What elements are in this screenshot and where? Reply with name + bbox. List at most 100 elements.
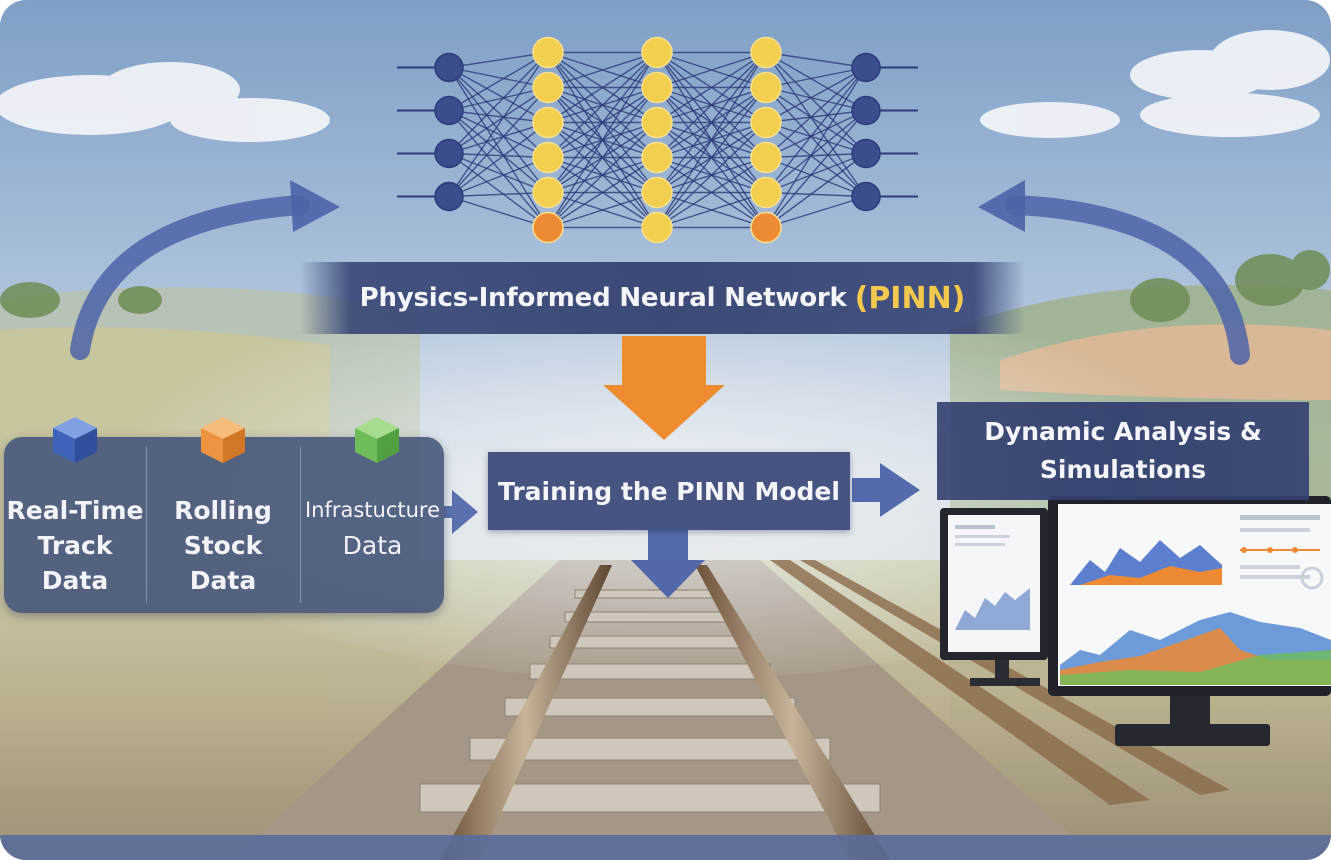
nn-connection [448, 121, 549, 155]
nn-connection [547, 51, 658, 124]
nn-connection [448, 66, 549, 89]
nn-node-hidden [532, 141, 564, 174]
nn-node-input [434, 52, 464, 83]
clouds [0, 30, 1330, 142]
down-arrow-orange [603, 336, 725, 440]
nn-connection [448, 66, 549, 159]
nn-node-hidden [641, 106, 673, 139]
nn-connection [448, 86, 549, 112]
nn-node-hidden [641, 141, 673, 174]
nn-node-hidden [750, 141, 782, 174]
nn-connection [765, 66, 867, 124]
nn-connection [765, 51, 867, 112]
training-box: Training the PINN Model [488, 452, 850, 530]
nn-connection [547, 51, 658, 159]
nn-connection [765, 152, 867, 229]
nn-node-hidden [532, 36, 564, 69]
pinn-acronym: (PINN) [854, 280, 966, 316]
nn-connection [765, 67, 867, 228]
nn-connection [448, 152, 549, 159]
pinn-title: Physics-Informed Neural Network [359, 283, 847, 313]
nn-connection [765, 121, 867, 198]
nn-connection [448, 87, 549, 197]
nn-connection [765, 66, 867, 89]
nn-connection [656, 156, 767, 229]
nn-connection [448, 52, 549, 154]
nn-connection [448, 110, 549, 228]
nn-connection [765, 52, 867, 154]
nn-node-hidden [750, 106, 782, 139]
nn-connection [547, 52, 658, 228]
nn-connection [448, 152, 549, 194]
nn-node-hidden [641, 176, 673, 209]
nn-connection [765, 156, 867, 198]
dynamic-analysis-banner: Dynamic Analysis & Simulations [937, 402, 1309, 500]
neural-network [397, 36, 918, 244]
nn-connection [656, 52, 767, 228]
nn-connection [656, 87, 767, 228]
nn-connection [656, 121, 767, 229]
nn-connection [765, 152, 867, 194]
nn-node-hidden [750, 176, 782, 209]
nn-connection [448, 86, 549, 155]
down-arrow-blue [631, 530, 705, 598]
nn-node-output [851, 181, 881, 212]
cube-icon [355, 417, 399, 463]
nn-connection [765, 86, 867, 155]
nn-connection [448, 191, 549, 198]
nn-connection [656, 51, 767, 159]
nn-connection [547, 51, 658, 89]
nn-connection [765, 52, 867, 197]
trees [0, 250, 1330, 322]
nn-connection [448, 121, 549, 198]
nn-node-hidden [641, 71, 673, 104]
nn-node-hidden [532, 71, 564, 104]
output-line: Dynamic Analysis & [984, 417, 1262, 446]
nn-connection [765, 152, 867, 159]
nn-connection [765, 109, 867, 124]
nn-connection [765, 51, 867, 69]
nn-connection [547, 191, 658, 229]
nn-node-input [434, 95, 464, 126]
nn-connection [765, 109, 867, 194]
nn-node-output [851, 138, 881, 169]
monitor-right [1048, 496, 1331, 746]
nn-connection [765, 67, 867, 193]
nn-node-hidden [750, 71, 782, 104]
divider [300, 447, 301, 603]
nn-connection [448, 67, 549, 193]
nn-connection [656, 191, 767, 229]
training-label: Training the PINN Model [498, 476, 840, 506]
output-line: Simulations [1039, 455, 1207, 484]
monitor-left [940, 508, 1048, 686]
right-arrow [852, 463, 920, 517]
nn-connection [765, 195, 867, 229]
nn-node-input [434, 138, 464, 169]
nn-connection [547, 121, 658, 229]
nn-connection [448, 51, 549, 69]
nn-connection [656, 51, 767, 124]
nn-connection [765, 110, 867, 228]
nn-connection [448, 195, 549, 229]
nn-connection [448, 67, 549, 228]
nn-node-hidden [532, 106, 564, 139]
cube-icon [53, 417, 97, 463]
nn-connection [547, 156, 658, 229]
nn-node-hidden [641, 211, 673, 244]
nn-connection [547, 87, 658, 228]
nn-connection [448, 52, 549, 197]
sleepers [419, 589, 881, 813]
nn-connection [656, 52, 767, 193]
nn-connection [765, 86, 867, 112]
nn-connection [765, 109, 867, 159]
nn-node-output [851, 95, 881, 126]
nn-connection [448, 152, 549, 229]
